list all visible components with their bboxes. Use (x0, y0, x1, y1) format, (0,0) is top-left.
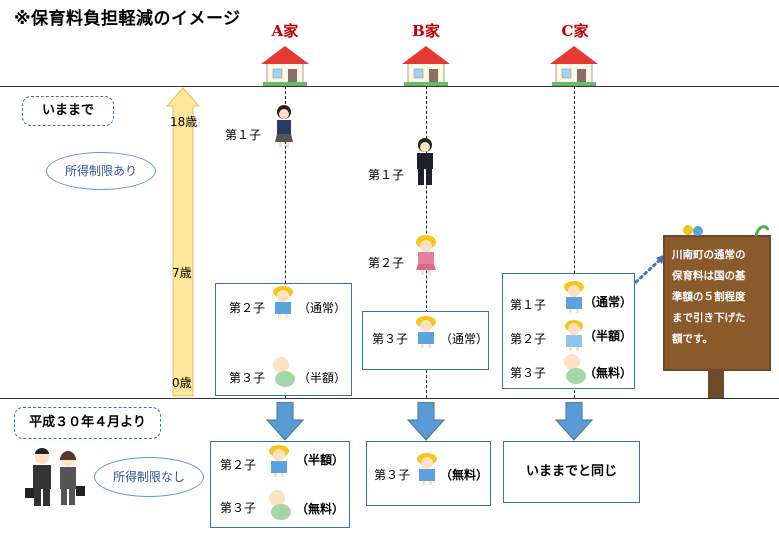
sign-line-2: 保育料は国の基 (672, 270, 746, 282)
sign-line-5: 額です。 (672, 333, 713, 345)
a-before-child3-tag: （半額） (298, 371, 347, 385)
a-after-child3-tag: （無料） (296, 502, 345, 516)
a-after-child3-label: 第３子 (220, 501, 257, 515)
kindergartener-icon (417, 453, 437, 485)
page-title: ※保育料負担軽減のイメージ (14, 9, 241, 29)
before-label: いままで (22, 96, 114, 126)
down-arrow-c (555, 402, 593, 441)
baby-icon (273, 357, 295, 387)
baby-icon (564, 354, 586, 384)
student-boy-icon (417, 138, 433, 185)
age-18-label: 18歳 (170, 115, 198, 129)
c-before-child1-label: 第１子 (510, 298, 547, 312)
sign-text: 川南町の通常の 保育料は国の基 準額の５割程度 まで引き下げた 額です。 (672, 245, 766, 350)
student-girl-icon (275, 105, 293, 148)
c-before-child3-tag: （無料） (584, 366, 633, 380)
c-before-child1-tag: （通常） (584, 295, 633, 309)
age-7-label: 7歳 (172, 266, 192, 280)
b-after-child3-label: 第３子 (374, 468, 411, 482)
b-before-child1-label: 第１子 (368, 168, 405, 182)
a-after-child2-label: 第２子 (220, 458, 257, 472)
kindergartener-icon (564, 281, 584, 313)
down-arrow-b (407, 402, 445, 441)
a-before-child1-label: 第１子 (225, 128, 262, 142)
c-before-child3-label: 第３子 (510, 366, 547, 380)
down-arrow-a (266, 402, 304, 441)
sign-line-1: 川南町の通常の (672, 249, 746, 261)
house-a-icon (261, 46, 309, 87)
timeline-c (574, 86, 575, 398)
house-b-icon (402, 46, 450, 87)
parents-icon (25, 448, 85, 506)
schoolgirl-icon (416, 235, 436, 275)
age-0-label: 0歳 (172, 376, 192, 390)
kindergartener-icon (273, 286, 293, 318)
a-before-child2-label: 第２子 (229, 301, 266, 315)
timeline-a (285, 86, 286, 398)
sign-line-3: 準額の５割程度 (672, 291, 746, 303)
wooden-sign-icon (663, 225, 771, 398)
house-b-label: B家 (412, 22, 440, 40)
before-note-bubble: 所得制限あり (46, 152, 156, 190)
kindergartener-icon (416, 316, 436, 348)
after-note-bubble: 所得制限なし (94, 457, 204, 497)
b-after-child3-tag: （無料） (440, 468, 489, 482)
b-before-child2-label: 第２子 (368, 256, 405, 270)
age-arrow (165, 87, 201, 397)
a-before-child2-tag: （通常） (298, 301, 347, 315)
b-before-child3-label: 第３子 (372, 332, 409, 346)
house-c-icon (550, 46, 598, 87)
divider-top (0, 86, 779, 87)
c-after-box: いままでと同じ (503, 441, 640, 503)
a-before-child3-label: 第３子 (229, 371, 266, 385)
a-after-child2-tag: （半額） (296, 453, 345, 467)
c-before-child2-tag: （半額） (584, 329, 633, 343)
kindergartener-icon (269, 445, 289, 477)
sign-line-4: まで引き下げた (672, 312, 746, 324)
after-label: 平成３０年４月より (14, 407, 161, 439)
house-c-label: C家 (561, 22, 589, 40)
divider-bottom (0, 398, 779, 399)
c-before-child2-label: 第２子 (510, 332, 547, 346)
b-before-child3-tag: （通常） (440, 332, 489, 346)
house-a-label: A家 (271, 22, 299, 40)
toddler-icon (565, 320, 583, 351)
baby-icon (269, 490, 291, 520)
